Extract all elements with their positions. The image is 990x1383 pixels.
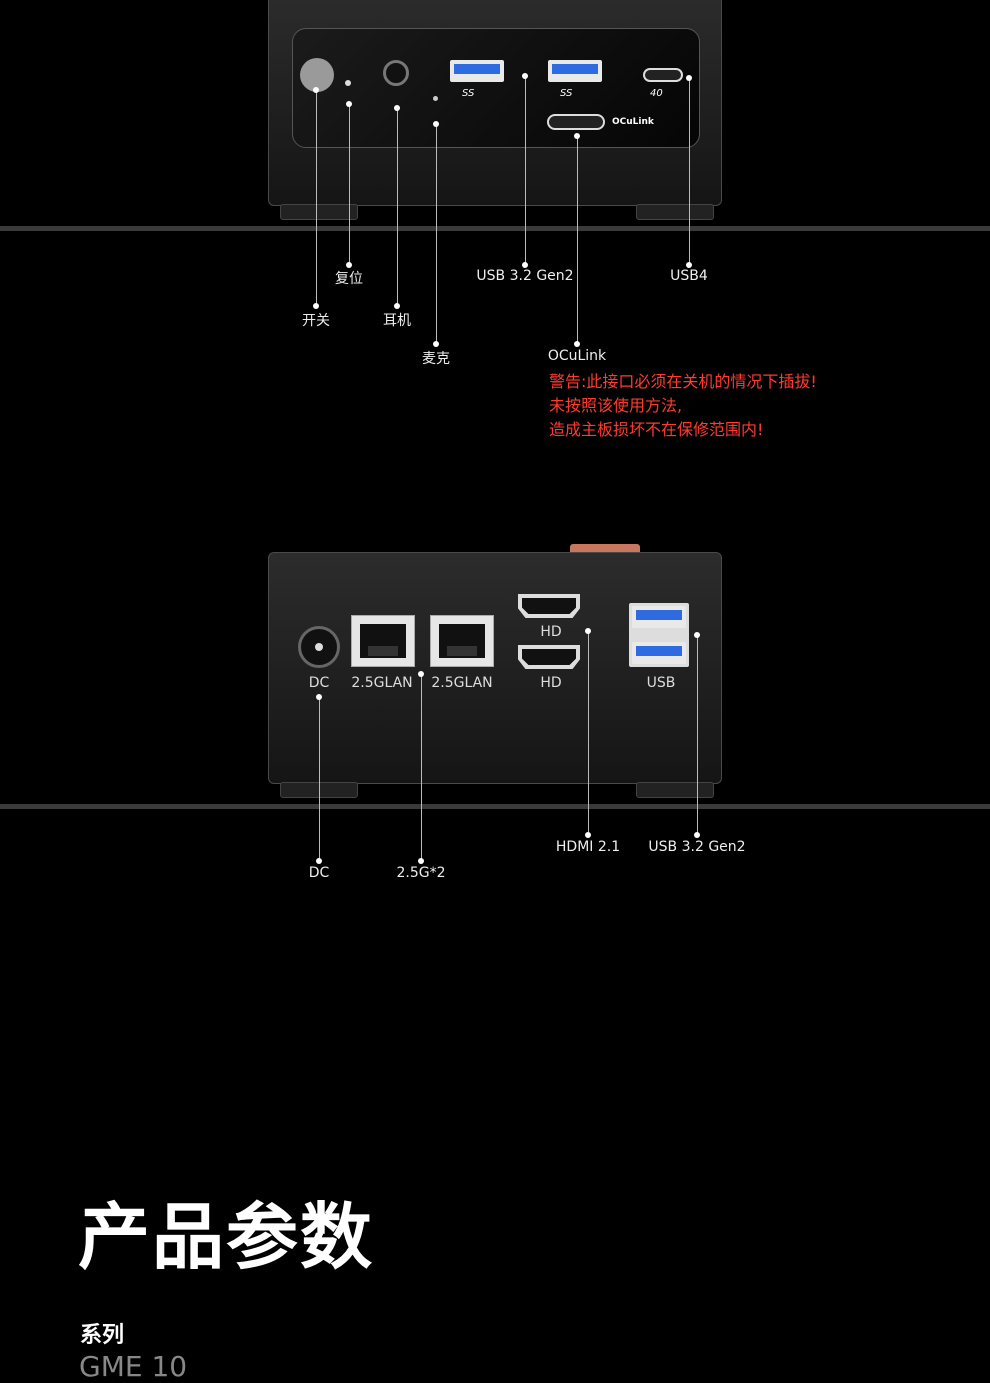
label-oculink: OCuLink	[547, 348, 607, 364]
label-usb4: USB4	[670, 268, 708, 284]
oculink-port	[547, 114, 605, 130]
lan-port-2	[430, 615, 494, 667]
dot-headphone-top	[394, 105, 400, 111]
rear-usb-a-port-1	[632, 606, 686, 628]
leader-headphone	[397, 108, 398, 306]
port-label-dc: DC	[308, 675, 330, 691]
warning-line-2: 未按照该使用方法,	[549, 396, 683, 415]
rear-device-body	[268, 552, 722, 784]
c40-logo: 40	[650, 88, 663, 99]
leader-dc	[319, 697, 320, 861]
mic-pinhole-icon	[433, 96, 438, 101]
warning-line-3: 造成主板损坏不在保修范围内!	[549, 420, 764, 439]
front-foot-right	[636, 204, 714, 220]
warning-line-1: 警告:此接口必须在关机的情况下插拔!	[549, 372, 817, 391]
spec-value: GME 10	[79, 1350, 188, 1383]
spec-key: 系列	[80, 1323, 125, 1348]
label-reset: 复位	[335, 271, 363, 287]
dot-usb32-top	[522, 73, 528, 79]
dot-usb4-top	[686, 75, 692, 81]
label-usb32-rear: USB 3.2 Gen2	[648, 839, 746, 855]
label-usb32: USB 3.2 Gen2	[476, 268, 574, 284]
front-usb-a-port-1	[450, 60, 504, 82]
leader-mic	[436, 124, 437, 344]
front-shelf	[0, 226, 990, 231]
dot-power-top	[313, 87, 319, 93]
ss-logo-2: SS	[560, 88, 573, 99]
label-mic: 麦克	[422, 351, 450, 367]
dot-headphone-bottom	[394, 303, 400, 309]
dot-hdmi-bottom	[585, 832, 591, 838]
hdmi-port-2	[518, 645, 580, 669]
dot-usb32-rear-top	[694, 632, 700, 638]
dot-reset-bottom	[346, 262, 352, 268]
label-lan: 2.5G*2	[396, 865, 446, 881]
dot-oculink-top	[574, 133, 580, 139]
label-hdmi: HDMI 2.1	[555, 839, 621, 855]
dot-mic-top	[433, 121, 439, 127]
lan-port-1	[351, 615, 415, 667]
rear-shelf	[0, 804, 990, 809]
power-button-icon	[300, 58, 334, 92]
leader-lan	[421, 674, 422, 861]
ss-logo-1: SS	[462, 88, 475, 99]
dot-mic-bottom	[433, 341, 439, 347]
leader-power	[316, 90, 317, 306]
dot-dc-top	[316, 694, 322, 700]
dc-pin-icon	[315, 643, 323, 651]
front-usb-a-port-2	[548, 60, 602, 82]
hdmi-port-1	[518, 594, 580, 618]
dot-oculink-bottom	[574, 341, 580, 347]
headphone-jack-icon	[383, 60, 409, 86]
dot-reset-top	[346, 101, 352, 107]
leader-reset	[349, 104, 350, 266]
dot-usb32-rear-bottom	[694, 832, 700, 838]
port-label-usb: USB	[646, 675, 676, 691]
dot-usb32-bottom	[522, 262, 528, 268]
label-headphone: 耳机	[383, 313, 411, 329]
dot-power-bottom	[313, 303, 319, 309]
leader-hdmi	[588, 631, 589, 835]
port-label-hd2: HD	[540, 675, 562, 691]
leader-usb4	[689, 78, 690, 266]
section-title: 产品参数	[78, 1195, 375, 1279]
rear-usb-a-port-2	[632, 642, 686, 664]
leader-oculink	[577, 136, 578, 344]
front-io-panel	[292, 28, 700, 148]
usb-c-port	[643, 68, 683, 82]
oculink-logo: OCuLink	[612, 117, 654, 127]
label-power: 开关	[302, 313, 330, 329]
dot-dc-bottom	[316, 858, 322, 864]
leader-usb32-rear	[697, 635, 698, 835]
dot-lan-bottom	[418, 858, 424, 864]
leader-usb32	[525, 76, 526, 266]
port-label-lan1: 2.5GLAN	[351, 675, 413, 691]
dot-lan-top	[418, 671, 424, 677]
reset-pinhole-icon	[345, 80, 351, 86]
dot-hdmi-top	[585, 628, 591, 634]
dot-usb4-bottom	[686, 262, 692, 268]
label-dc: DC	[308, 865, 330, 881]
rear-top-vent	[570, 544, 640, 554]
port-label-hd1: HD	[540, 624, 562, 640]
port-label-lan2: 2.5GLAN	[431, 675, 493, 691]
front-foot-left	[280, 204, 358, 220]
rear-foot-right	[636, 782, 714, 798]
